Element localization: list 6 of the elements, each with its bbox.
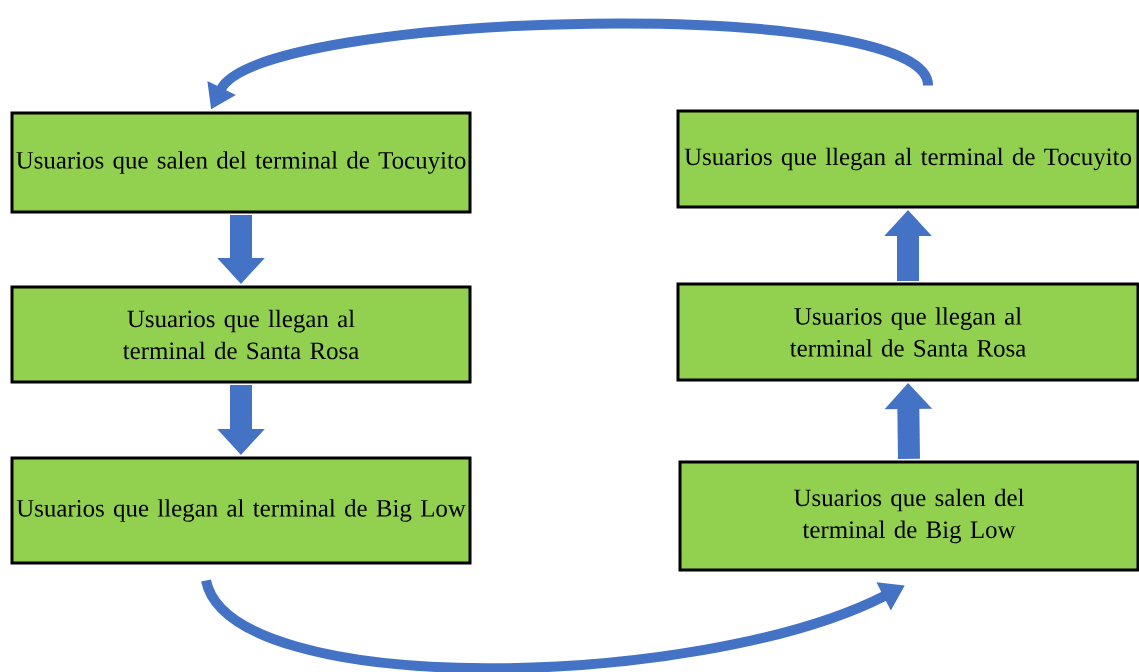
process-box: Usuarios que salen del terminal de Tocuyito — [10, 111, 472, 214]
process-box: Usuarios que llegan al terminal de Big Low — [10, 456, 472, 565]
process-box: Usuarios que llegan al terminal de Santa Rosa — [10, 285, 472, 384]
process-box: Usuarios que salen del terminal de Big Low — [678, 460, 1139, 572]
process-box: Usuarios que llegan al terminal de Tocuyito — [676, 109, 1139, 209]
process-box: Usuarios que llegan al terminal de Santa Rosa — [676, 282, 1139, 382]
